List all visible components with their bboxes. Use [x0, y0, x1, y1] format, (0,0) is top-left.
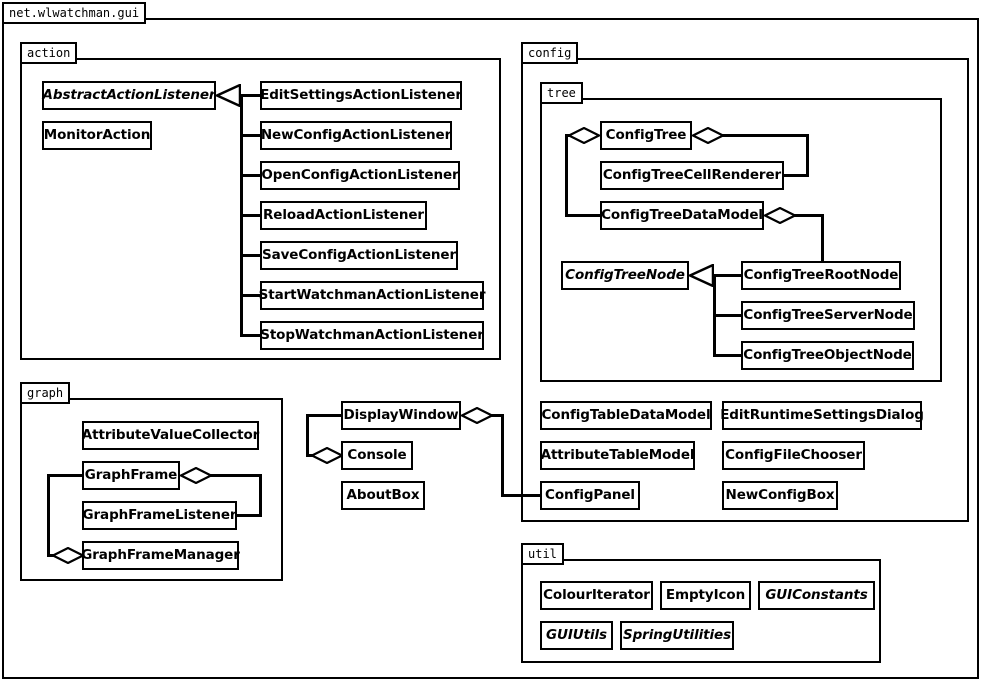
inherit-stub [240, 254, 262, 257]
aggregation-link [565, 214, 603, 217]
inherit-stub [240, 294, 262, 297]
package-frame-util [521, 559, 881, 663]
class-config-tree-data-model[interactable]: ConfigTreeDataModel [600, 201, 764, 230]
aggregation-diamond-configtree-right [692, 127, 724, 144]
class-empty-icon[interactable]: EmptyIcon [660, 581, 751, 610]
class-config-tree-node[interactable]: ConfigTreeNode [561, 261, 689, 290]
package-frame-graph [20, 398, 283, 581]
aggregation-link [794, 214, 824, 217]
aggregation-link [306, 414, 309, 456]
class-spring-utilities[interactable]: SpringUtilities [620, 621, 734, 650]
class-config-tree-root-node[interactable]: ConfigTreeRootNode [741, 261, 901, 290]
inherit-stub [713, 274, 743, 277]
inherit-stub [240, 334, 262, 337]
aggregation-link [236, 514, 262, 517]
class-save-config-action-listener[interactable]: SaveConfigActionListener [260, 241, 458, 270]
package-tab-graph: graph [20, 382, 71, 404]
aggregation-link [210, 474, 262, 477]
aggregation-link [491, 414, 504, 417]
aggregation-link [259, 474, 262, 516]
inherit-stub [240, 174, 262, 177]
class-gui-utils[interactable]: GUIUtils [540, 621, 613, 650]
class-config-table-data-model[interactable]: ConfigTableDataModel [540, 401, 712, 430]
class-graph-frame[interactable]: GraphFrame [82, 461, 180, 490]
package-frame-root [2, 18, 979, 679]
class-new-config-box[interactable]: NewConfigBox [722, 481, 838, 510]
package-tab-config: config [521, 42, 579, 64]
aggregation-link [501, 494, 543, 497]
package-tab-action: action [20, 42, 78, 64]
class-config-tree-object-node[interactable]: ConfigTreeObjectNode [741, 341, 914, 370]
class-attribute-table-model[interactable]: AttributeTableModel [540, 441, 695, 470]
aggregation-diamond-graphframemanager-left [52, 547, 84, 564]
inherit-stub [240, 94, 262, 97]
aggregation-link [783, 174, 809, 177]
package-frame-config [521, 58, 969, 522]
aggregation-diamond-datamodel-right [764, 207, 796, 224]
inherit-stub [240, 214, 262, 217]
aggregation-diamond-console-left [311, 447, 343, 464]
class-colour-iterator[interactable]: ColourIterator [540, 581, 653, 610]
generalization-arrow-action [216, 84, 241, 107]
class-config-tree-cell-renderer[interactable]: ConfigTreeCellRenderer [600, 161, 784, 190]
class-edit-runtime-settings-dialog[interactable]: EditRuntimeSettingsDialog [720, 401, 924, 430]
aggregation-link [821, 214, 824, 276]
class-graph-frame-manager[interactable]: GraphFrameManager [81, 541, 240, 570]
class-config-file-chooser[interactable]: ConfigFileChooser [722, 441, 865, 470]
aggregation-diamond-configtree-left [568, 127, 600, 144]
class-open-config-action-listener[interactable]: OpenConfigActionListener [260, 161, 460, 190]
package-frame-tree [540, 98, 942, 382]
package-tab-tree: tree [540, 82, 583, 104]
class-config-panel[interactable]: ConfigPanel [540, 481, 640, 510]
aggregation-link [501, 414, 504, 496]
aggregation-link [47, 474, 84, 477]
package-frame-action [20, 58, 501, 360]
class-monitor-action[interactable]: MonitorAction [42, 121, 152, 150]
class-reload-action-listener[interactable]: ReloadActionListener [260, 201, 427, 230]
class-graph-frame-listener[interactable]: GraphFrameListener [82, 501, 237, 530]
class-display-window[interactable]: DisplayWindow [341, 401, 461, 430]
inherit-stub [240, 134, 262, 137]
class-attribute-value-collector[interactable]: AttributeValueCollector [82, 421, 259, 450]
class-gui-constants[interactable]: GUIConstants [758, 581, 875, 610]
class-config-tree-server-node[interactable]: ConfigTreeServerNode [741, 301, 915, 330]
aggregation-link [565, 134, 568, 216]
class-edit-settings-action-listener[interactable]: EditSettingsActionListener [260, 81, 462, 110]
class-console[interactable]: Console [341, 441, 413, 470]
aggregation-link [47, 474, 50, 556]
class-config-tree[interactable]: ConfigTree [600, 121, 692, 150]
aggregation-diamond-graphframe-right [180, 467, 212, 484]
class-new-config-action-listener[interactable]: NewConfigActionListener [260, 121, 452, 150]
aggregation-diamond-displaywindow-right [461, 407, 493, 424]
class-about-box[interactable]: AboutBox [341, 481, 425, 510]
aggregation-link [722, 134, 809, 137]
package-tab-util: util [521, 543, 564, 565]
package-tab-root: net.wlwatchman.gui [2, 2, 147, 24]
aggregation-link [306, 414, 343, 417]
class-start-watchman-action-listener[interactable]: StartWatchmanActionListener [259, 281, 486, 310]
inherit-stub [713, 354, 743, 357]
class-abstract-action-listener[interactable]: AbstractActionListener [42, 81, 216, 110]
inherit-stub [713, 314, 743, 317]
class-stop-watchman-action-listener[interactable]: StopWatchmanActionListener [260, 321, 484, 350]
aggregation-link [806, 134, 809, 176]
generalization-arrow-tree-node [689, 264, 714, 287]
